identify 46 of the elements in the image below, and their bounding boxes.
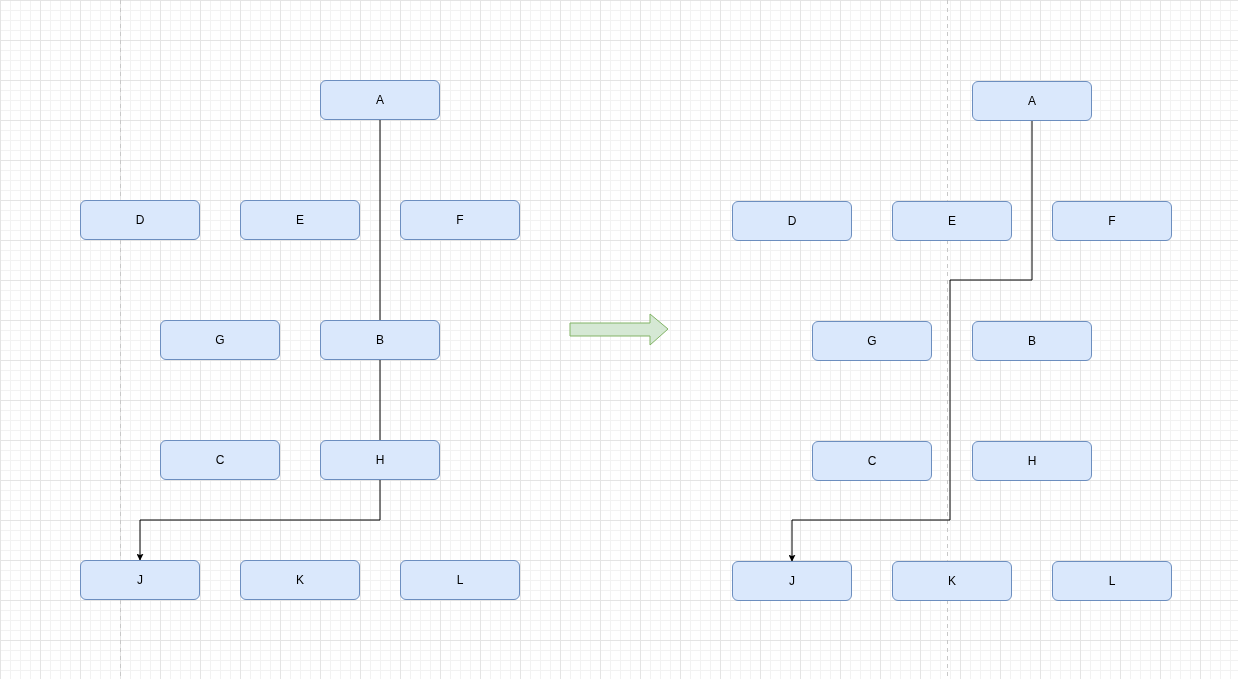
node-label: E xyxy=(948,214,956,228)
node-label: G xyxy=(215,333,225,347)
node-label: C xyxy=(215,453,225,467)
process-box xyxy=(320,80,440,120)
node-label: K xyxy=(296,573,304,587)
process-box xyxy=(80,200,200,240)
node-label: G xyxy=(867,334,877,348)
node-label: L xyxy=(456,573,464,587)
process-box xyxy=(812,321,932,361)
node-label: A xyxy=(376,93,384,107)
node-label: B xyxy=(1028,334,1036,348)
process-box xyxy=(240,200,360,240)
process-box xyxy=(812,441,932,481)
process-box xyxy=(400,560,520,600)
process-box xyxy=(1052,561,1172,601)
node-label: F xyxy=(456,213,464,227)
process-box xyxy=(972,81,1092,121)
node-label: E xyxy=(296,213,304,227)
node-label: D xyxy=(135,213,145,227)
process-box xyxy=(972,321,1092,361)
connector-arrow xyxy=(136,479,381,561)
node-label: H xyxy=(375,453,385,467)
node-label: J xyxy=(789,574,795,588)
node-label: K xyxy=(948,574,956,588)
node-label: L xyxy=(1108,574,1116,588)
node-label: F xyxy=(1108,214,1116,228)
process-box xyxy=(160,320,280,360)
process-box xyxy=(320,440,440,480)
process-box xyxy=(972,441,1092,481)
node-label: A xyxy=(1028,94,1036,108)
process-box xyxy=(892,561,1012,601)
connector-arrow xyxy=(788,120,1033,562)
node-label: D xyxy=(787,214,797,228)
process-box xyxy=(1052,201,1172,241)
node-label: J xyxy=(137,573,143,587)
node-label: B xyxy=(376,333,384,347)
process-box xyxy=(240,560,360,600)
node-label: H xyxy=(1027,454,1037,468)
process-box xyxy=(400,200,520,240)
process-box xyxy=(892,201,1012,241)
process-box xyxy=(732,201,852,241)
process-box xyxy=(160,440,280,480)
node-label: C xyxy=(867,454,877,468)
process-box xyxy=(320,320,440,360)
process-box xyxy=(732,561,852,601)
process-box xyxy=(80,560,200,600)
